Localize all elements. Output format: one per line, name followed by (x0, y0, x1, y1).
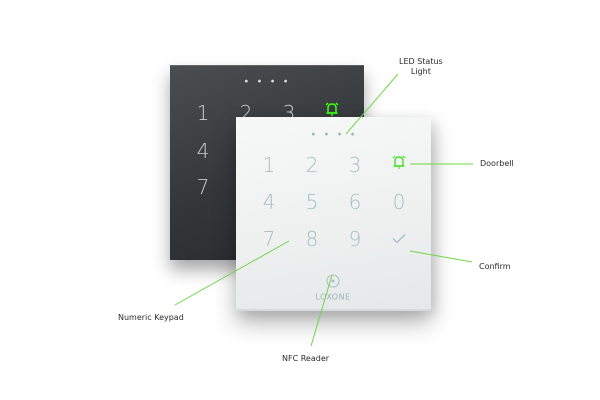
bell-icon (324, 101, 340, 121)
label-led-status: LED Status Light (399, 57, 443, 76)
nfc-reader-icon[interactable] (326, 274, 340, 288)
bell-icon (392, 155, 406, 169)
key-2[interactable]: 2 (305, 153, 319, 177)
key-3[interactable]: 3 (348, 153, 362, 177)
label-confirm: Confirm (479, 262, 511, 271)
key-5[interactable]: 5 (305, 190, 319, 214)
key-9[interactable]: 9 (348, 227, 362, 251)
confirm-button[interactable] (391, 230, 407, 249)
led-status-dots: • • • • (243, 76, 291, 88)
label-led-status-line2: Light (410, 66, 431, 76)
key-4: 4 (196, 139, 210, 163)
label-numeric-keypad: Numeric Keypad (118, 313, 184, 322)
led-status-dots: • • • • (310, 129, 358, 141)
key-6[interactable]: 6 (348, 190, 362, 214)
white-keypad-device: • • • • 1 2 3 4 5 6 0 7 8 9 LOXONE (236, 117, 431, 311)
key-7[interactable]: 7 (262, 227, 276, 251)
key-4[interactable]: 4 (262, 190, 276, 214)
key-1: 1 (196, 101, 210, 125)
label-nfc-reader: NFC Reader (282, 354, 330, 363)
key-8[interactable]: 8 (305, 227, 319, 251)
label-doorbell: Doorbell (480, 159, 514, 168)
label-led-status-line1: LED Status (399, 57, 443, 66)
brand-logo: LOXONE (315, 292, 351, 302)
key-0[interactable]: 0 (392, 190, 406, 214)
key-1[interactable]: 1 (262, 153, 276, 177)
checkmark-icon (392, 234, 406, 244)
key-7: 7 (196, 175, 210, 199)
doorbell-button[interactable] (391, 154, 407, 174)
